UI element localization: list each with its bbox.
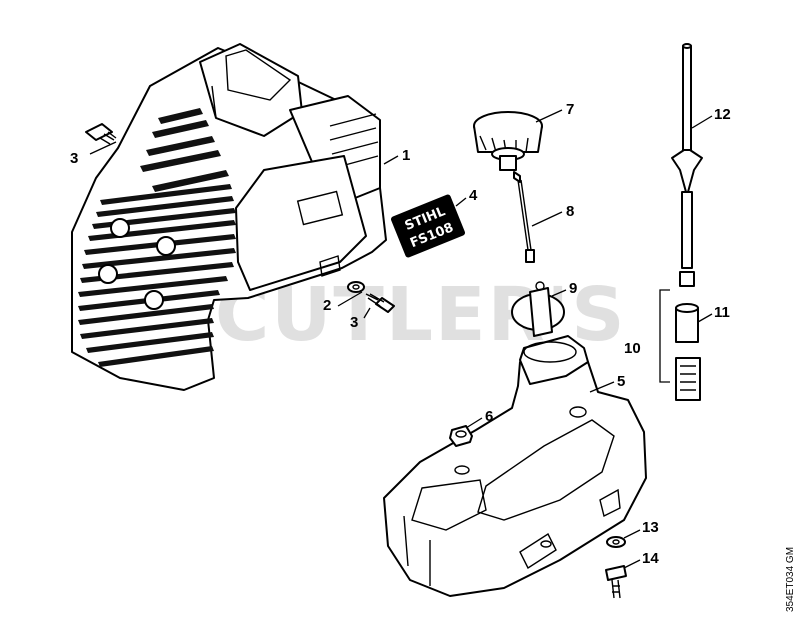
fuel-tube-part-12 (671, 43, 703, 269)
leader-13 (623, 529, 641, 539)
decal-part-4: STIHL FS108 (390, 194, 466, 258)
leader-4 (455, 197, 467, 207)
washer-part-13 (606, 536, 626, 548)
leader-3b (363, 307, 371, 319)
screw-part-14 (605, 565, 627, 599)
callout-12: 12 (714, 106, 731, 123)
callout-2: 2 (323, 297, 331, 314)
leader-2 (337, 291, 363, 307)
callout-6: 6 (485, 408, 493, 425)
document-code: 354ET034 GM (785, 547, 796, 612)
callout-5: 5 (617, 373, 625, 390)
filter-part-9 (511, 281, 565, 337)
callout-14: 14 (642, 550, 659, 567)
screw-part-3-lower (365, 293, 395, 313)
callout-3a: 3 (70, 150, 78, 167)
leader-11 (697, 313, 713, 323)
callout-13: 13 (642, 519, 659, 536)
leader-8 (531, 211, 563, 227)
pickup-line-part-8 (513, 171, 535, 263)
callout-4: 4 (469, 187, 478, 204)
callout-7: 7 (566, 101, 574, 118)
leader-1 (383, 155, 399, 165)
leader-6 (465, 417, 483, 429)
callout-1: 1 (402, 147, 410, 164)
leader-9 (551, 289, 567, 297)
callout-3b: 3 (350, 314, 358, 331)
filler-cap-part-7 (473, 111, 543, 171)
callout-10: 10 (624, 340, 641, 357)
leader-3a (89, 141, 117, 155)
leader-14 (623, 559, 641, 569)
grommet-part-6 (449, 425, 473, 447)
callout-11: 11 (714, 304, 730, 321)
shroud-cover-part (71, 43, 387, 391)
screw-part-3-upper (85, 123, 117, 145)
callout-9: 9 (569, 280, 577, 297)
leader-7 (535, 109, 563, 123)
fuel-filter-assembly-part-10 (659, 271, 701, 401)
leader-5 (589, 381, 615, 393)
washer-part-2 (347, 281, 365, 293)
callout-8: 8 (566, 203, 574, 220)
leader-12 (691, 115, 713, 129)
fuel-tank-part-5 (383, 335, 647, 597)
